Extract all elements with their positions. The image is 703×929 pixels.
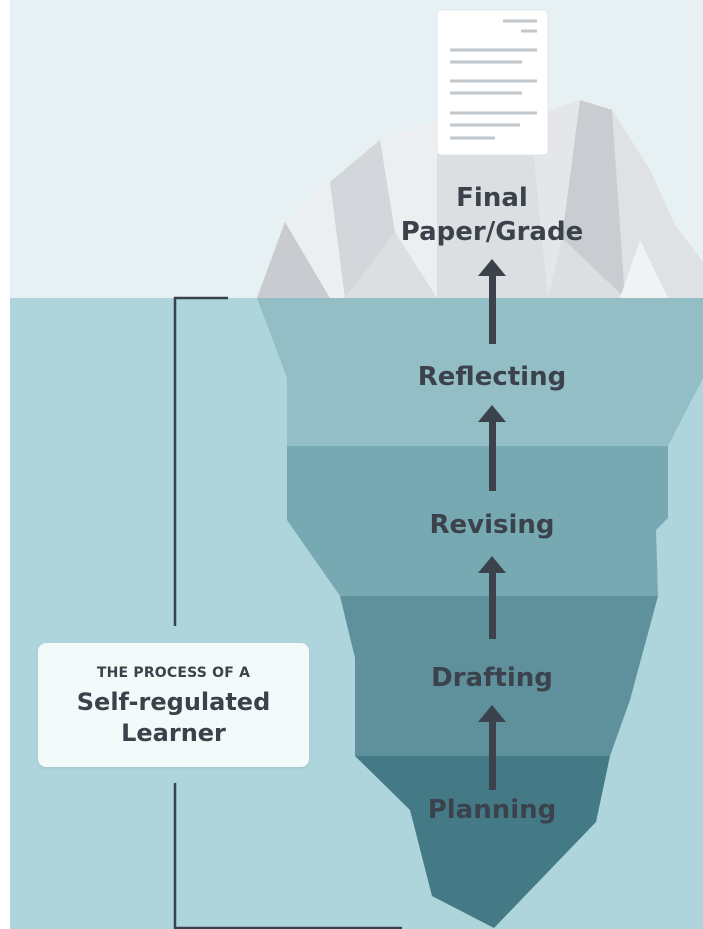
band-reflecting <box>257 298 703 446</box>
stage-label-final-line1: Final <box>456 183 528 213</box>
band-planning <box>355 756 610 928</box>
stage-label-drafting: Drafting <box>431 663 553 693</box>
up-arrow-icon <box>478 259 506 344</box>
up-arrow-icon <box>478 556 506 639</box>
band-revising <box>287 446 668 596</box>
stage-label-final-line2: Paper/Grade <box>401 217 583 247</box>
stage-label-reflecting: Reflecting <box>418 362 566 392</box>
callout-kicker: THE PROCESS OF A <box>96 665 251 681</box>
callout-title-line1: Self-regulated <box>76 688 271 716</box>
callout-title-line2: Learner <box>121 719 226 747</box>
up-arrow-icon <box>478 405 506 491</box>
stage-label-planning: Planning <box>428 795 557 825</box>
bracket <box>173 296 402 929</box>
callout-box: THE PROCESS OF A Self-regulated Learner <box>38 643 309 767</box>
band-drafting <box>340 596 658 756</box>
stage-label-revising: Revising <box>429 510 554 540</box>
up-arrow-icon <box>478 705 506 790</box>
document-icon <box>436 9 549 156</box>
